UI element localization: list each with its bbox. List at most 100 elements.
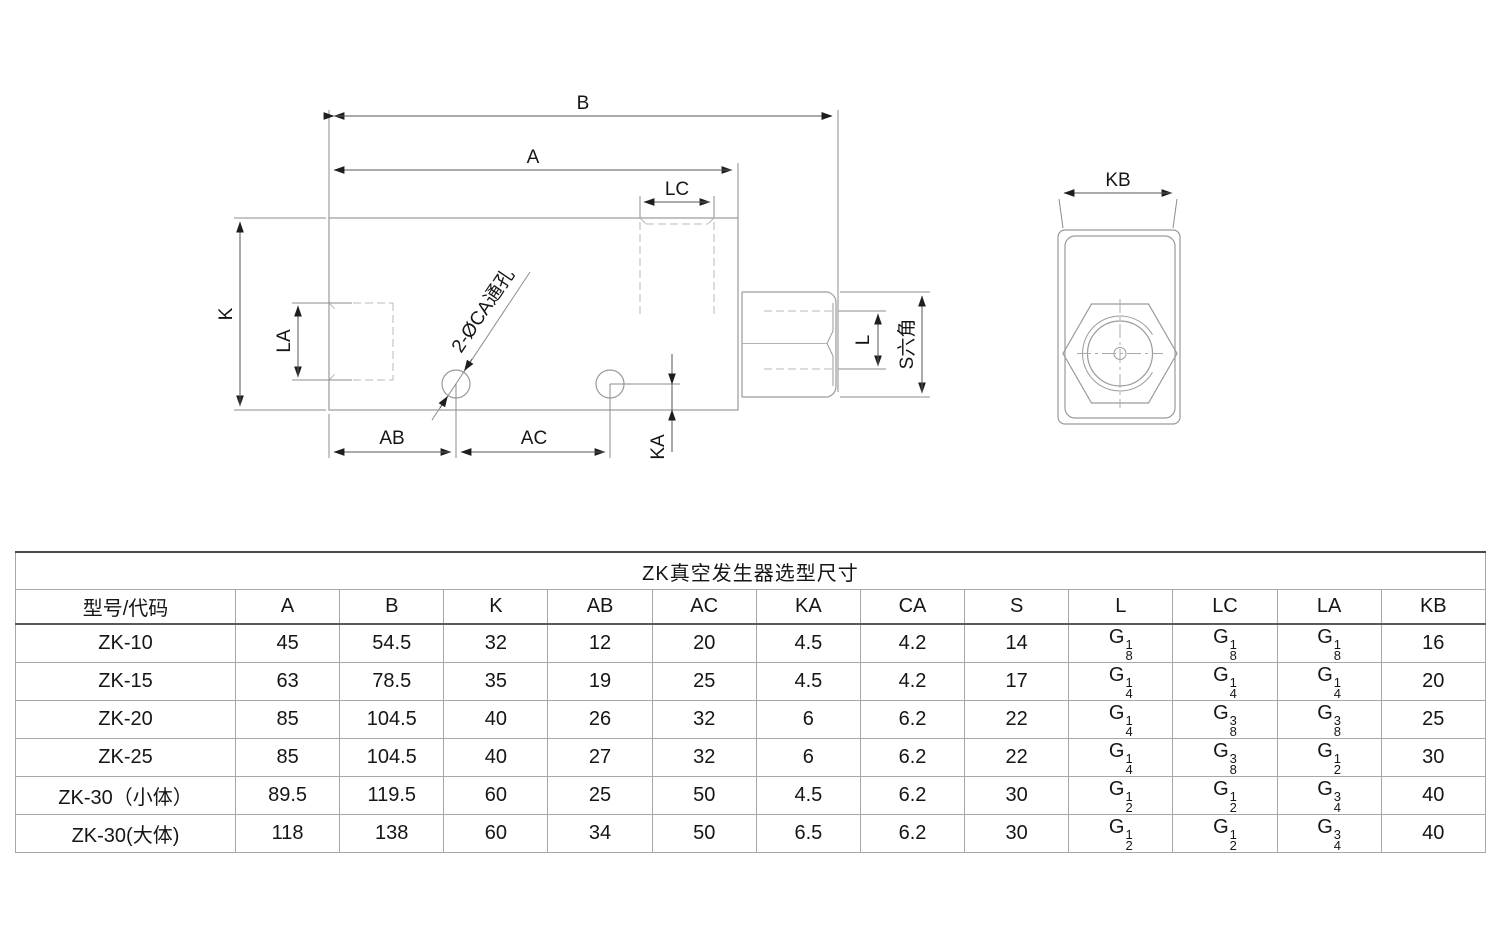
col-header-l: L <box>1068 589 1174 625</box>
col-header-k: K <box>443 589 549 625</box>
value-cell: 6.2 <box>859 700 966 739</box>
centerlines <box>1077 299 1163 408</box>
col-header-kb: KB <box>1380 589 1486 625</box>
value-cell: 19 <box>547 662 653 701</box>
value-cell: 118 <box>234 814 341 853</box>
value-cell: 27 <box>547 738 653 777</box>
model-cell: ZK-15 <box>15 662 236 701</box>
model-cell: ZK-25 <box>15 738 236 777</box>
model-cell: ZK-30(大体) <box>15 814 236 853</box>
value-cell: 16 <box>1380 623 1486 663</box>
dim-label-ka: KA <box>648 434 669 460</box>
value-cell: 35 <box>443 662 549 701</box>
value-cell: 6.2 <box>859 814 966 853</box>
hex-fitting-outline <box>741 291 837 398</box>
table-title-row: ZK真空发生器选型尺寸 <box>15 551 1486 590</box>
dim-label-s-hex: S六角 <box>896 319 918 370</box>
dim-label-b: B <box>577 93 590 114</box>
value-cell: 60 <box>443 814 549 853</box>
col-header-model: 型号/代码 <box>15 589 236 625</box>
value-cell: 20 <box>651 623 757 663</box>
col-header-ab: AB <box>547 589 653 625</box>
dim-label-kb: KB <box>1105 170 1130 191</box>
col-header-s: S <box>964 589 1070 625</box>
value-cell: 26 <box>547 700 653 739</box>
value-cell: 40 <box>443 700 549 739</box>
value-cell: 50 <box>651 814 757 853</box>
dim-label-k: K <box>216 307 237 320</box>
value-cell: 40 <box>443 738 549 777</box>
value-cell: 104.5 <box>339 738 445 777</box>
kb-dimension <box>1058 189 1178 229</box>
value-cell: 32 <box>651 738 757 777</box>
value-cell: 50 <box>651 776 757 815</box>
dim-label-ac: AC <box>521 428 547 449</box>
value-cell: 104.5 <box>339 700 445 739</box>
end-view <box>1057 229 1181 425</box>
value-cell: 138 <box>339 814 445 853</box>
model-cell: ZK-20 <box>15 700 236 739</box>
value-cell: 4.5 <box>755 662 861 701</box>
end-view-outer <box>1057 229 1181 425</box>
dim-label-a: A <box>527 147 540 168</box>
value-cell: 12 <box>547 623 653 663</box>
dim-label-la: LA <box>274 329 295 353</box>
hex-nut <box>1062 303 1178 404</box>
drawing-labels: B A LC K LA AB AC KA L S六角 KB 2-ØCA通孔 <box>216 93 1131 460</box>
hidden-port-lines <box>328 217 833 381</box>
value-cell: 25 <box>1380 700 1486 739</box>
value-cell: 6 <box>755 738 861 777</box>
value-cell: 30 <box>964 814 1070 853</box>
value-cell: 4.2 <box>859 662 966 701</box>
value-cell: 25 <box>547 776 653 815</box>
model-cell: ZK-10 <box>15 623 236 663</box>
value-cell: 40 <box>1380 776 1486 815</box>
value-cell: 78.5 <box>339 662 445 701</box>
value-cell: 4.5 <box>755 776 861 815</box>
col-header-ca: CA <box>859 589 966 625</box>
hole-leader <box>431 271 531 421</box>
value-cell: 119.5 <box>339 776 445 815</box>
value-cell: 6 <box>755 700 861 739</box>
value-cell: 25 <box>651 662 757 701</box>
value-cell: 89.5 <box>234 776 341 815</box>
body-outline <box>328 217 739 411</box>
value-cell: 6.2 <box>859 776 966 815</box>
col-header-b: B <box>339 589 445 625</box>
value-cell: 6.5 <box>755 814 861 853</box>
value-cell: 32 <box>651 700 757 739</box>
thread-arc <box>1082 315 1153 392</box>
value-cell: 40 <box>1380 814 1486 853</box>
value-cell: 22 <box>964 738 1070 777</box>
col-header-lc: LC <box>1172 589 1278 625</box>
value-cell: 6.2 <box>859 738 966 777</box>
dim-label-l: L <box>853 335 874 346</box>
dim-label-lc: LC <box>665 179 689 200</box>
value-cell: 60 <box>443 776 549 815</box>
value-cell: 20 <box>1380 662 1486 701</box>
col-header-ka: KA <box>755 589 861 625</box>
